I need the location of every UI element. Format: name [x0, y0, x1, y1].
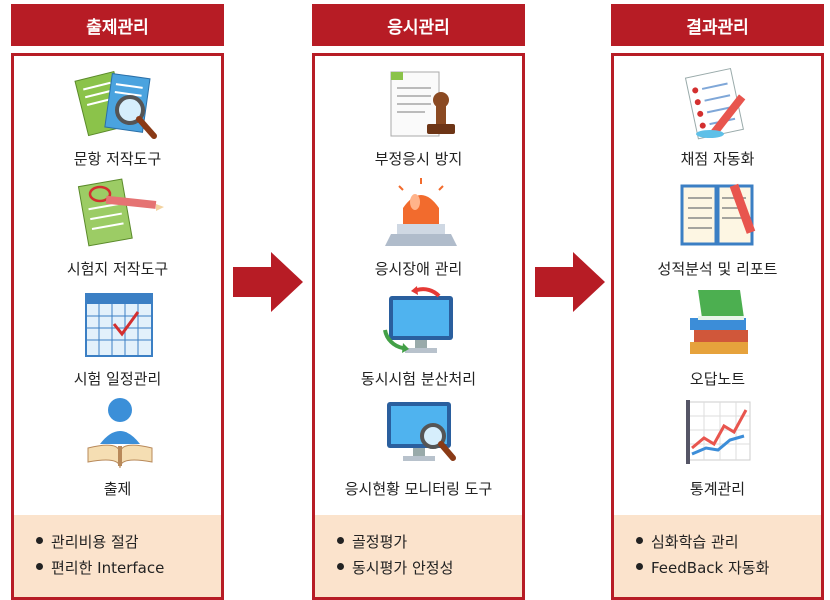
item-label: 응시장애 관리	[374, 260, 463, 278]
flow-arrow-icon	[233, 252, 303, 312]
siren-light-icon	[385, 178, 457, 246]
benefits-box: 심화학습 관리 FeedBack 자동화	[614, 515, 821, 597]
item-label: 부정응시 방지	[374, 150, 463, 168]
calendar-icon	[85, 293, 153, 357]
monitor-refresh-icon	[383, 286, 453, 353]
benefits-box: 골정평가 동시평가 안정성	[315, 515, 522, 597]
benefit-item: 관리비용 절감	[36, 531, 139, 552]
benefit-text: 관리비용 절감	[51, 533, 139, 551]
checklist-pencil-icon	[684, 67, 746, 140]
item-label: 오답노트	[689, 370, 746, 388]
column-box: 채점 자동화 성적분석 및 리포트 오답노트	[611, 53, 824, 600]
benefit-item: 편리한 Interface	[36, 557, 164, 578]
column-header: 출제관리	[11, 4, 224, 46]
line-chart-icon	[686, 400, 751, 464]
item-label: 응시현황 모니터링 도구	[344, 480, 493, 498]
item-label: 시험지 저작도구	[66, 260, 169, 278]
benefit-text: 심화학습 관리	[651, 533, 739, 551]
column-box: 문항 저작도구 시험지 저작도구 시험 일정관리	[11, 53, 224, 600]
benefit-text: 편리한 Interface	[51, 559, 165, 577]
item-label: 문항 저작도구	[73, 150, 162, 168]
bullet-dot	[636, 537, 643, 544]
monitor-magnifier-icon	[387, 402, 456, 461]
benefit-text: 골정평가	[352, 533, 408, 551]
item-label: 출제	[103, 480, 132, 498]
benefit-item: FeedBack 자동화	[636, 557, 769, 578]
item-label: 통계관리	[689, 480, 746, 498]
item-label: 동시시험 분산처리	[360, 370, 477, 388]
notebook-pen-icon	[680, 183, 756, 246]
paper-pencil-icon	[77, 178, 164, 247]
bullet-dot	[337, 537, 344, 544]
item-label: 성적분석 및 리포트	[657, 260, 778, 278]
document-stamp-icon	[390, 71, 455, 137]
books-stack-icon	[690, 290, 748, 354]
benefit-item: 심화학습 관리	[636, 531, 739, 552]
benefit-text: 동시평가 안정성	[352, 559, 454, 577]
bullet-dot	[36, 563, 43, 570]
column-header: 응시관리	[312, 4, 525, 46]
bullet-dot	[636, 563, 643, 570]
bullet-dot	[36, 537, 43, 544]
person-book-icon	[87, 398, 153, 469]
flow-arrow-icon	[535, 252, 605, 312]
column-box: 부정응시 방지 응시장애 관리 동시시험 분산	[312, 53, 525, 600]
item-label: 채점 자동화	[680, 150, 755, 168]
benefits-box: 관리비용 절감 편리한 Interface	[14, 515, 221, 597]
benefit-item: 동시평가 안정성	[337, 557, 453, 578]
benefit-text: FeedBack 자동화	[651, 559, 770, 577]
item-label: 시험 일정관리	[73, 370, 162, 388]
bullet-dot	[337, 563, 344, 570]
column-header: 결과관리	[611, 4, 824, 46]
benefit-item: 골정평가	[337, 531, 407, 552]
documents-magnifier-icon	[74, 70, 157, 139]
